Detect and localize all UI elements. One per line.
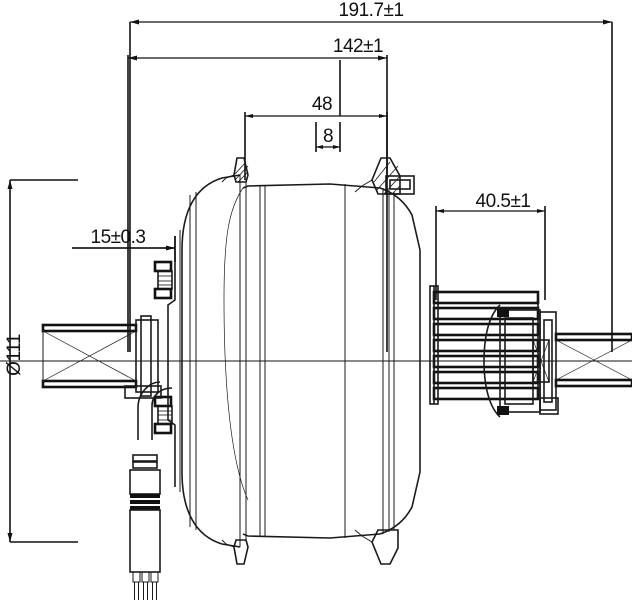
internal-stator-outline (223, 187, 249, 501)
freewheel-ratchet-body (483, 304, 559, 418)
left-bearing-block-lower (153, 395, 173, 435)
dim-label-left-face: 15±0.3 (91, 227, 146, 248)
right-axle-end (554, 332, 632, 388)
dimension-overall-width (129, 19, 613, 352)
motor-housing-shell (181, 174, 421, 548)
left-bearing-block-upper (153, 260, 173, 300)
dim-label-flange-to-flange: 142±1 (333, 36, 383, 57)
left-hub-cover (167, 230, 181, 492)
dimension-right-stack (435, 206, 546, 300)
dimension-flange-to-flange (127, 55, 388, 352)
dim-label-inner-span: 48 (312, 94, 332, 115)
power-cable-connector (129, 381, 173, 600)
dim-label-outer-diameter: Ø111 (4, 334, 25, 376)
left-spoke-flange (221, 157, 249, 565)
dim-label-offset: 8 (323, 126, 333, 147)
left-axle-end (41, 315, 162, 399)
dim-label-overall-width: 191.7±1 (338, 0, 403, 21)
right-spoke-flange (354, 157, 415, 565)
dim-label-right-stack: 40.5±1 (476, 191, 531, 212)
dimension-offset (315, 122, 341, 152)
